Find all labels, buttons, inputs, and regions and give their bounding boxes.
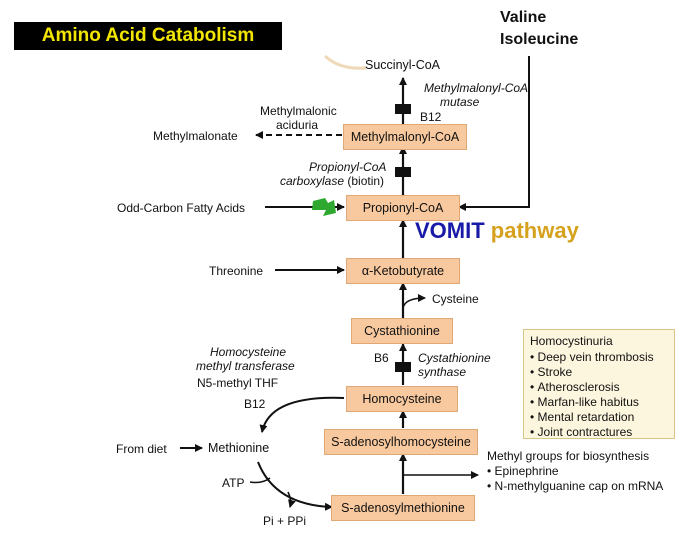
mutase-label-2: mutase bbox=[440, 95, 480, 109]
pathway-word: pathway bbox=[490, 218, 579, 243]
arrow-atp-input bbox=[249, 477, 271, 484]
node-homocysteine: Homocysteine bbox=[346, 386, 458, 412]
carboxylase-label-2: carboxylase bbox=[280, 174, 345, 188]
arrow-valine-to-propionyl bbox=[458, 56, 530, 211]
biotin-label: (biotin) bbox=[347, 174, 385, 188]
transferase-label-1: Homocysteine bbox=[210, 345, 287, 359]
arrow-homocysteine-to-methionine bbox=[259, 396, 345, 433]
succinyl-curve bbox=[323, 54, 367, 70]
carboxylase-label-1: Propionyl-CoA bbox=[309, 160, 387, 174]
transferase-label-2: methyl transferase bbox=[196, 359, 295, 373]
from-diet-label: From diet bbox=[116, 442, 167, 456]
methylmalonate-label: Methylmalonate bbox=[153, 129, 238, 143]
n5-methyl-thf-label: N5-methyl THF bbox=[197, 376, 279, 390]
node-s-adenosylhomocysteine: S-adenosylhomocysteine bbox=[324, 429, 478, 455]
list-item: Epinephrine bbox=[487, 464, 663, 479]
node-methionine: Methionine bbox=[208, 441, 270, 455]
node-succinyl-coa: Succinyl-CoA bbox=[365, 58, 441, 72]
homocystinuria-title: Homocystinuria bbox=[530, 334, 613, 348]
node-ketobutyrate: α-Ketobutyrate bbox=[346, 258, 460, 284]
methyl-groups-block: Methyl groups for biosynthesis Epinephri… bbox=[487, 449, 663, 494]
green-arrow-icon bbox=[312, 198, 336, 216]
methylmalonic-label-1: Methylmalonic bbox=[260, 104, 337, 118]
biotin-block bbox=[395, 167, 411, 177]
node-propionyl-coa: Propionyl-CoA bbox=[346, 195, 460, 221]
list-item: Deep vein thrombosis bbox=[530, 350, 668, 365]
b6-block bbox=[395, 362, 411, 372]
page-title: Amino Acid Catabolism bbox=[14, 22, 282, 50]
node-cystathionine: Cystathionine bbox=[351, 318, 453, 344]
pi-ppi-label: Pi + PPi bbox=[263, 514, 307, 528]
homocystinuria-box: Homocystinuria Deep vein thrombosis Stro… bbox=[523, 329, 675, 439]
methyl-groups-title: Methyl groups for biosynthesis bbox=[487, 449, 650, 463]
list-item: Atherosclerosis bbox=[530, 380, 668, 395]
arrow-pi-output bbox=[287, 491, 296, 508]
node-methylmalonyl-coa: Methylmalonyl-CoA bbox=[343, 124, 467, 150]
b12-top-label: B12 bbox=[420, 110, 442, 124]
valine-label: Valine bbox=[500, 9, 547, 26]
list-item: Marfan-like habitus bbox=[530, 395, 668, 410]
b12-bottom-label: B12 bbox=[244, 397, 266, 411]
threonine-label: Threonine bbox=[209, 264, 264, 278]
atp-label: ATP bbox=[222, 476, 245, 490]
arrow-to-cysteine bbox=[402, 294, 426, 309]
odd-carbon-label: Odd-Carbon Fatty Acids bbox=[117, 201, 246, 215]
b12-block-top bbox=[395, 104, 411, 114]
methylmalonic-label-2: aciduria bbox=[276, 118, 319, 132]
synthase-label-1: Cystathionine bbox=[418, 351, 491, 365]
arrow-methionine-to-sam bbox=[257, 461, 333, 511]
synthase-label-2: synthase bbox=[418, 365, 467, 379]
cysteine-label: Cysteine bbox=[432, 292, 479, 306]
list-item: N-methylguanine cap on mRNA bbox=[487, 479, 664, 494]
mutase-label-1: Methylmalonyl-CoA bbox=[424, 81, 529, 95]
b6-label: B6 bbox=[374, 351, 389, 365]
node-s-adenosylmethionine: S-adenosylmethionine bbox=[331, 495, 475, 521]
list-item: Joint contractures bbox=[530, 425, 668, 440]
list-item: Stroke bbox=[530, 365, 668, 380]
list-item: Mental retardation bbox=[530, 410, 668, 425]
isoleucine-label: Isoleucine bbox=[500, 31, 579, 48]
vomit-word: VOMIT bbox=[415, 218, 485, 243]
